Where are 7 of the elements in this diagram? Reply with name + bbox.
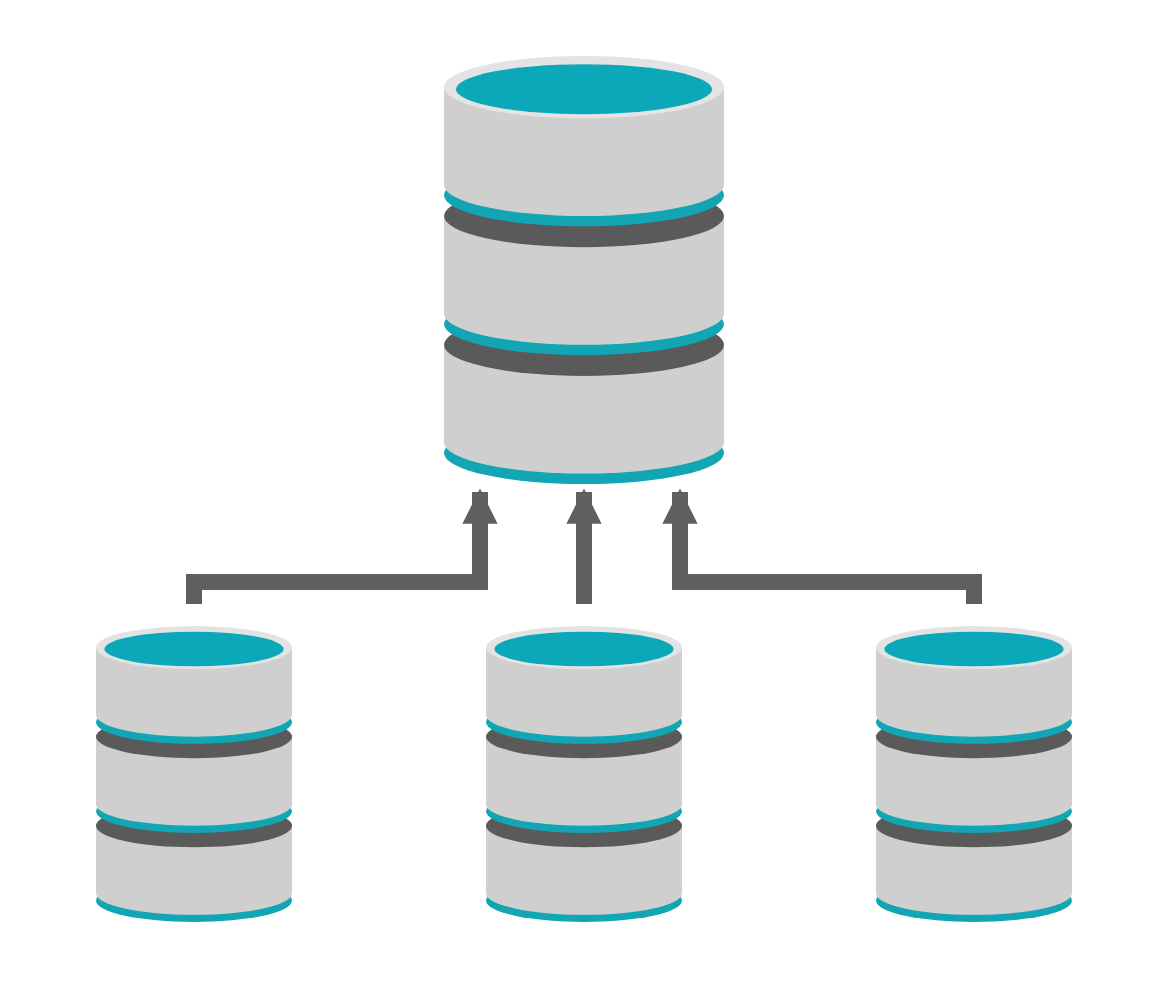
arrow <box>566 488 602 604</box>
arrow <box>662 488 982 604</box>
database-cylinder <box>96 626 292 922</box>
database-cylinder <box>444 56 724 484</box>
database-cylinder <box>876 626 1072 922</box>
arrow <box>186 488 498 604</box>
database-cylinder <box>486 626 682 922</box>
